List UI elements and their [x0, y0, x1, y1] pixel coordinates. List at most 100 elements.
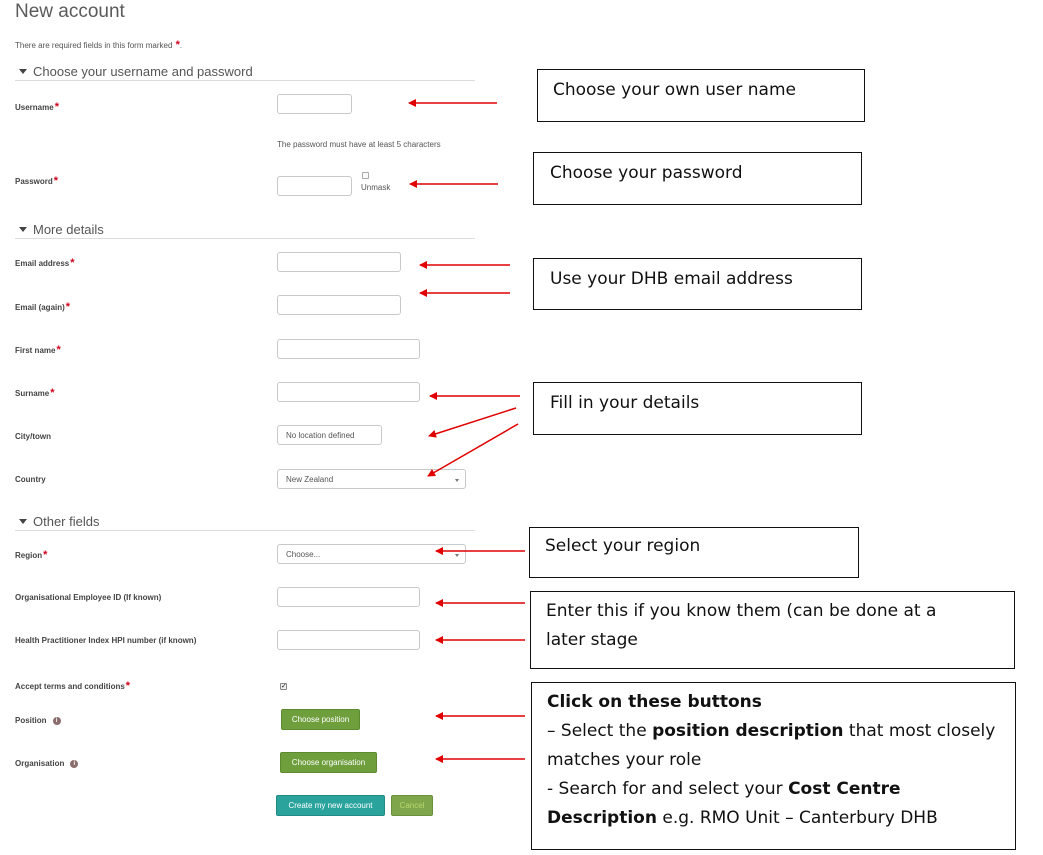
email-input[interactable]	[277, 252, 401, 272]
required-marker: *	[56, 344, 61, 356]
callout-buttons-line3: matches your role	[547, 750, 702, 770]
callout-buttons-line5-post: e.g. RMO Unit – Canterbury DHB	[656, 808, 938, 828]
callout-email: Use your DHB email address	[533, 258, 862, 310]
required-note-text: There are required fields in this form m…	[15, 41, 173, 50]
info-icon[interactable]: i	[70, 759, 79, 768]
callout-buttons-line2-bold: position description	[652, 721, 844, 741]
email-again-input[interactable]	[277, 295, 401, 315]
required-marker: *	[125, 680, 131, 692]
caret-down-icon	[19, 227, 27, 232]
hpi-number-input[interactable]	[277, 630, 420, 650]
choose-organisation-button[interactable]: Choose organisation	[280, 752, 377, 773]
unmask-checkbox[interactable]	[362, 172, 369, 179]
first-name-label: First name*	[15, 344, 61, 356]
city-label: City/town	[15, 432, 51, 441]
callout-ids-line1: Enter this if you know them (can be done…	[546, 601, 937, 621]
callout-buttons-line5: Description e.g. RMO Unit – Canterbury D…	[547, 804, 1015, 833]
email-again-label-text: Email (again)	[15, 303, 65, 312]
position-label-text: Position	[15, 716, 47, 725]
section-more-details[interactable]: More details	[19, 222, 104, 237]
chevron-down-icon	[455, 479, 459, 482]
first-name-input[interactable]	[277, 339, 420, 359]
callout-ids: Enter this if you know them (can be done…	[530, 591, 1015, 669]
caret-down-icon	[19, 69, 27, 74]
section-divider	[15, 80, 475, 81]
region-label-text: Region	[15, 551, 43, 560]
section-username-password[interactable]: Choose your username and password	[19, 64, 253, 79]
callout-buttons-line4: - Search for and select your Cost Centre	[547, 775, 1015, 804]
accept-terms-checkbox[interactable]: ✓	[280, 683, 287, 690]
password-input[interactable]	[277, 176, 352, 196]
accept-terms-label-text: Accept terms and conditions	[15, 682, 125, 691]
region-select[interactable]: Choose...	[277, 544, 466, 564]
callout-email-text: Use your DHB email address	[550, 269, 793, 289]
cancel-button[interactable]: Cancel	[391, 795, 433, 816]
callout-buttons-heading: Click on these buttons	[547, 692, 762, 712]
country-select-value: New Zealand	[286, 475, 334, 484]
callout-buttons-line2-pre: – Select the	[547, 721, 653, 741]
country-select[interactable]: New Zealand	[277, 469, 466, 489]
create-account-button[interactable]: Create my new account	[276, 795, 385, 816]
callout-buttons-line2: – Select the position description that m…	[547, 717, 1015, 746]
required-marker: *	[70, 257, 75, 269]
password-hint: The password must have at least 5 charac…	[277, 140, 441, 149]
surname-label: Surname*	[15, 387, 55, 399]
callout-details: Fill in your details	[533, 382, 862, 435]
arrow-country	[427, 423, 519, 477]
employee-id-input[interactable]	[277, 587, 420, 607]
username-label: Username*	[15, 101, 59, 113]
callout-buttons-line4-pre: - Search for and select your	[547, 779, 789, 799]
email-again-label: Email (again)*	[15, 301, 70, 313]
callout-ids-line2: later stage	[546, 630, 638, 650]
required-marker: *	[50, 387, 55, 399]
email-label: Email address*	[15, 257, 75, 269]
callout-buttons-line2-post: that most closely	[843, 721, 996, 741]
section-more-details-title: More details	[33, 222, 104, 237]
username-label-text: Username	[15, 103, 54, 112]
section-username-password-title: Choose your username and password	[33, 64, 253, 79]
hpi-number-label: Health Practitioner Index HPI number (if…	[15, 636, 197, 645]
city-input[interactable]: No location defined	[277, 425, 382, 445]
info-icon[interactable]: i	[52, 716, 61, 725]
callout-buttons-line4-bold: Cost Centre	[788, 779, 901, 799]
callout-details-text: Fill in your details	[550, 393, 700, 413]
required-marker: *	[54, 101, 59, 113]
employee-id-label: Organisational Employee ID (If known)	[15, 593, 162, 602]
section-divider	[15, 238, 475, 239]
choose-position-button[interactable]: Choose position	[281, 709, 360, 730]
page-title: New account	[15, 1, 125, 22]
section-other-fields[interactable]: Other fields	[19, 514, 99, 529]
password-label: Password*	[15, 175, 58, 187]
email-label-text: Email address	[15, 259, 70, 268]
surname-label-text: Surname	[15, 389, 50, 398]
country-label: Country	[15, 475, 46, 484]
callout-buttons-line5-bold: Description	[547, 808, 657, 828]
required-marker: *	[53, 175, 59, 187]
required-marker: *	[65, 301, 71, 313]
callout-username-text: Choose your own user name	[553, 80, 796, 100]
organisation-label-text: Organisation	[15, 759, 65, 768]
unmask-label: Unmask	[361, 183, 391, 192]
callout-password: Choose your password	[533, 152, 862, 205]
chevron-down-icon	[455, 554, 459, 557]
region-label: Region*	[15, 549, 47, 561]
callout-username: Choose your own user name	[537, 69, 865, 122]
callout-password-text: Choose your password	[550, 163, 743, 183]
password-label-text: Password	[15, 177, 53, 186]
accept-terms-label: Accept terms and conditions*	[15, 680, 130, 692]
section-other-fields-title: Other fields	[33, 514, 100, 529]
organisation-label: Organisation i	[15, 759, 79, 768]
username-input[interactable]	[277, 94, 352, 114]
surname-input[interactable]	[277, 382, 420, 402]
callout-region-text: Select your region	[545, 536, 701, 556]
section-divider	[15, 530, 475, 531]
required-marker: *	[175, 39, 180, 51]
first-name-label-text: First name	[15, 346, 56, 355]
callout-buttons: Click on these buttons – Select the posi…	[531, 682, 1016, 850]
required-marker: *	[43, 549, 48, 561]
position-label: Position i	[15, 716, 61, 725]
caret-down-icon	[19, 519, 27, 524]
required-note: There are required fields in this form m…	[15, 39, 183, 51]
callout-region: Select your region	[529, 527, 859, 578]
